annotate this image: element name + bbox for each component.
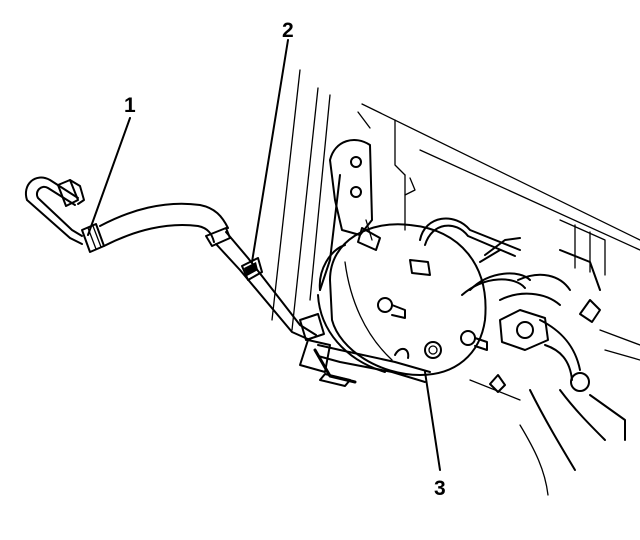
leader-lines xyxy=(87,39,441,471)
ac-lines xyxy=(419,217,601,371)
callout-3: 3 xyxy=(434,477,446,500)
compressor-bracket xyxy=(319,139,381,291)
callout-1: 1 xyxy=(124,94,136,117)
ac-compressor xyxy=(317,223,488,376)
callout-2: 2 xyxy=(282,19,294,42)
callouts: 1 2 3 xyxy=(124,19,446,500)
frame-structure xyxy=(271,69,640,331)
leader-line-2 xyxy=(251,39,289,263)
lower-pipe xyxy=(299,339,431,387)
leader-line-1 xyxy=(87,117,131,236)
leader-line-3 xyxy=(424,371,441,471)
engine-parts xyxy=(469,299,640,496)
